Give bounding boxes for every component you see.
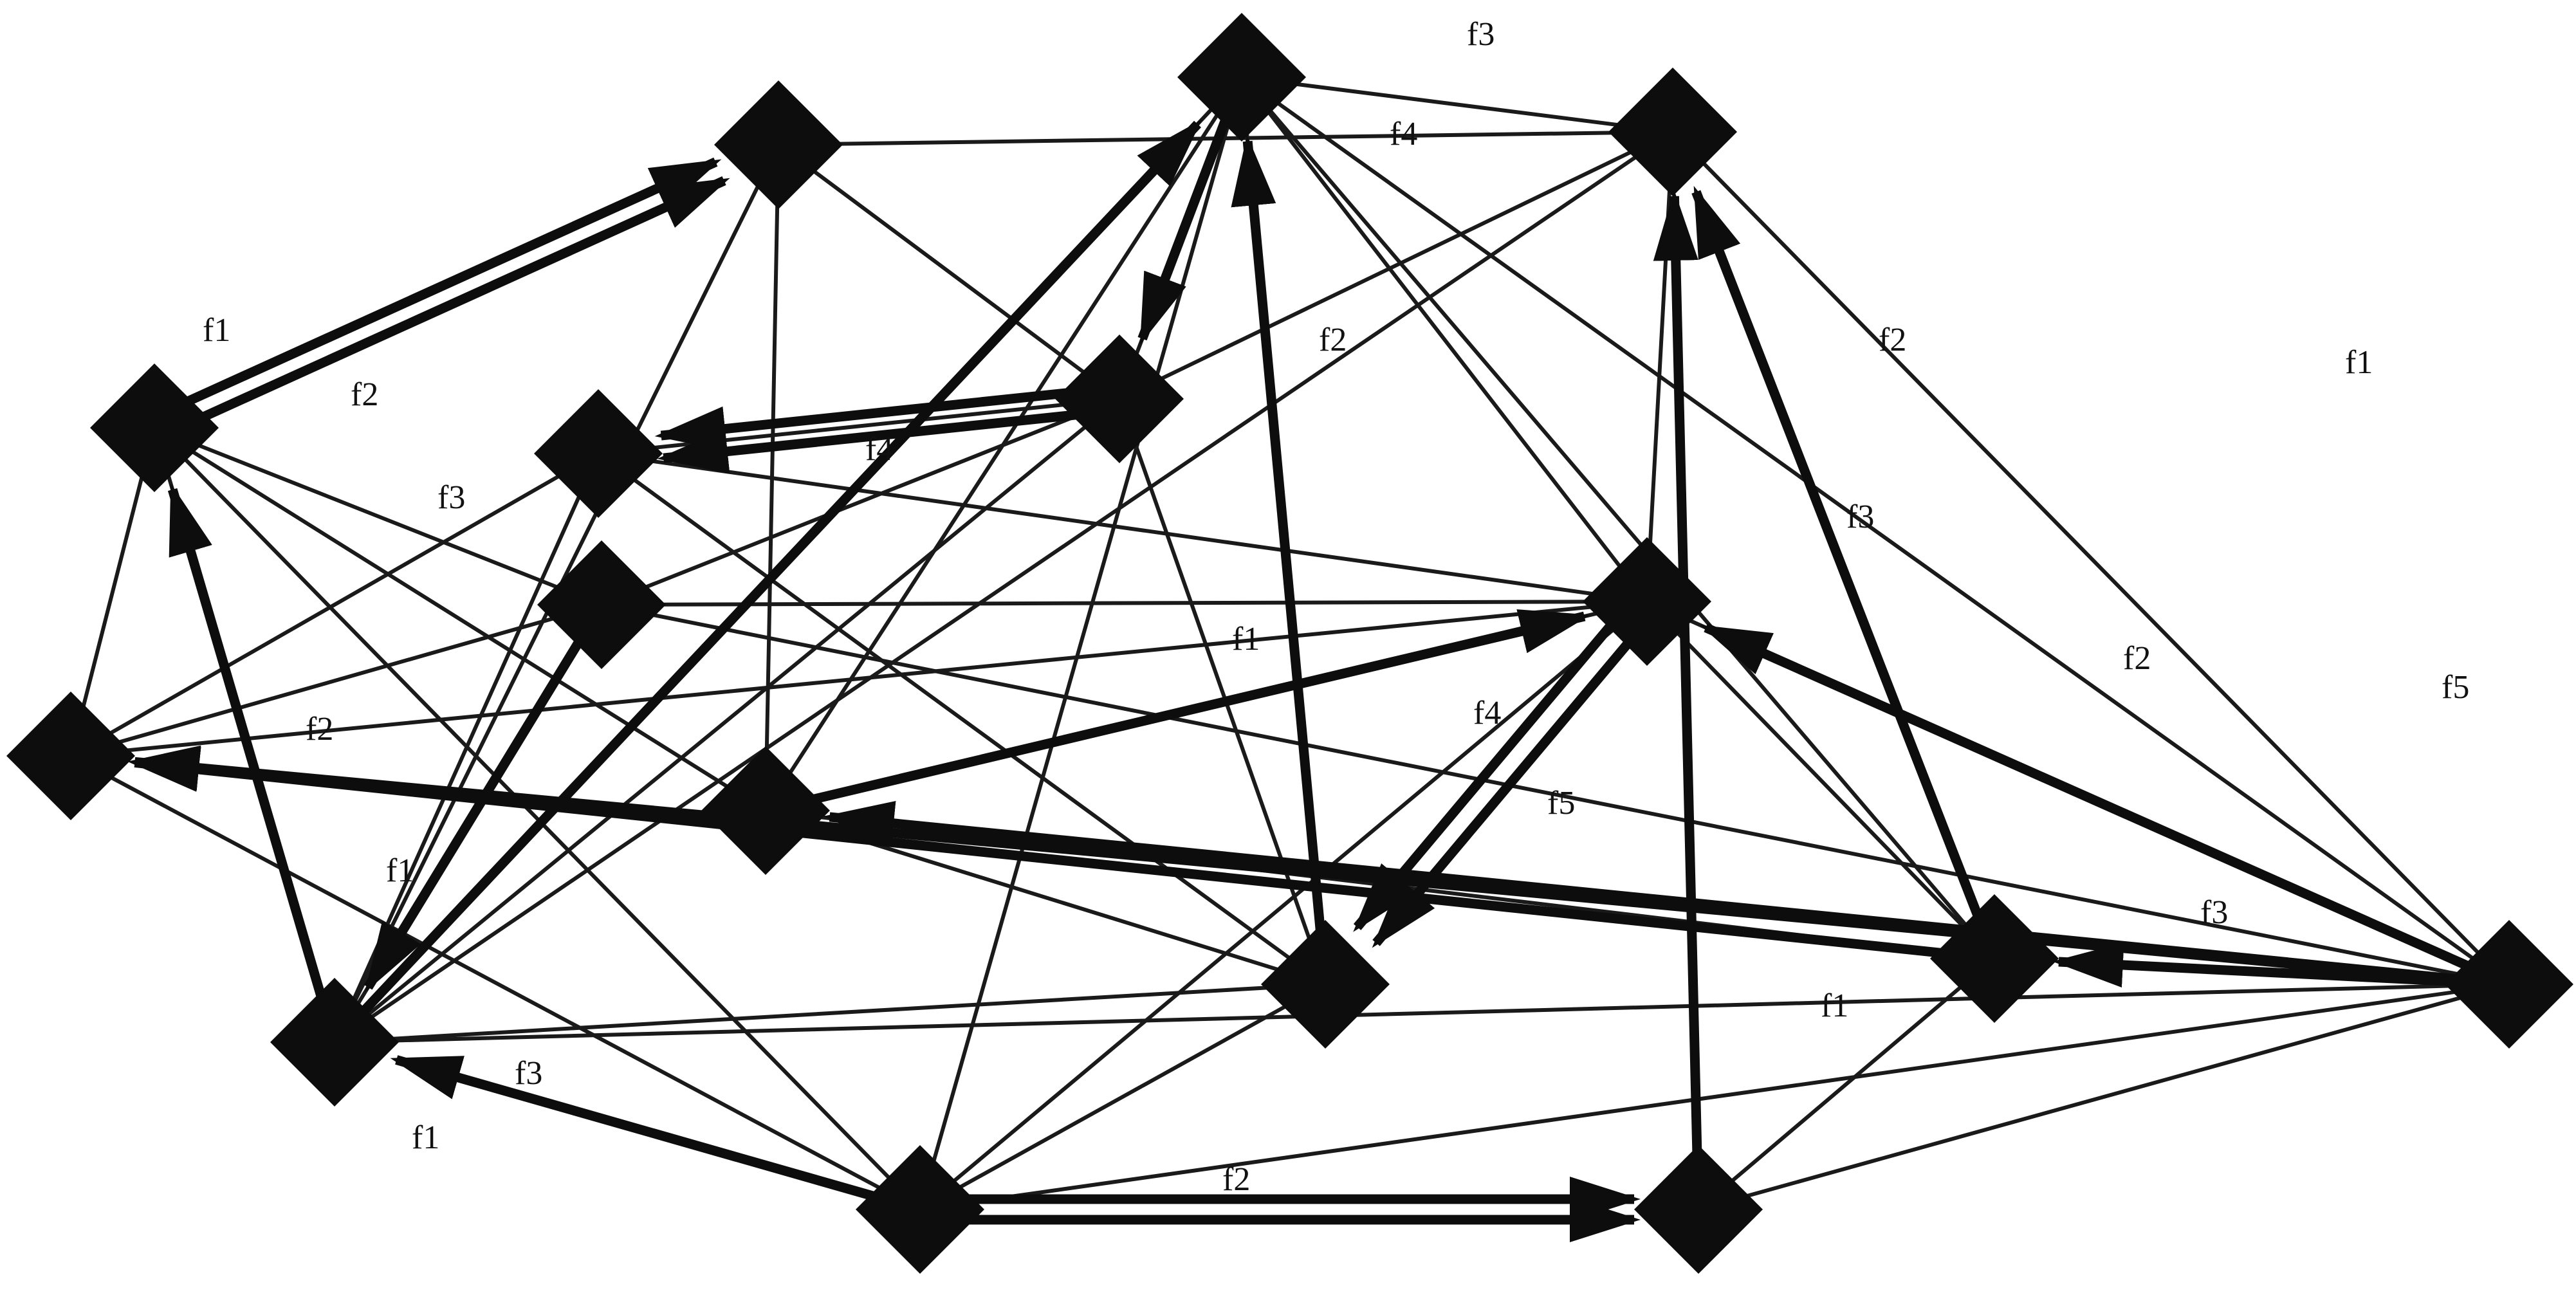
edge [918, 77, 1244, 1210]
edge [598, 397, 1120, 455]
network-node [534, 389, 663, 518]
flow-arrow [390, 1055, 897, 1208]
flow-arrow [1653, 189, 1703, 1184]
flow-label: f2 [1319, 322, 1347, 358]
network-node [90, 363, 219, 492]
flow-arrow [171, 157, 722, 412]
flow-arrow [1137, 99, 1237, 345]
edge [777, 143, 1121, 401]
network-node [1261, 920, 1390, 1049]
edge [153, 426, 603, 607]
edge [1241, 75, 1673, 134]
flow-label: f3 [437, 479, 465, 516]
flow-arrow [348, 119, 1202, 1027]
flow-arrow [1372, 626, 1644, 948]
flow-label: f2 [306, 711, 333, 748]
flow-arrow [789, 609, 1591, 810]
network-node [1055, 335, 1184, 463]
flow-label: f3 [515, 1055, 542, 1092]
edge [334, 982, 1326, 1044]
flow-label: f2 [1222, 1161, 1250, 1198]
network-node [856, 1145, 984, 1274]
network-node [537, 540, 666, 669]
flow-arrow [657, 408, 1096, 474]
edge [919, 982, 1327, 1211]
flow-label: f2 [2123, 640, 2151, 677]
network-node [2445, 920, 2573, 1049]
edge [69, 452, 600, 758]
flow-label: f3 [1467, 16, 1495, 53]
flow-arrow [654, 385, 1094, 452]
flow-label: f1 [386, 852, 414, 889]
network-node [1583, 537, 1711, 666]
flow-label: f1 [1232, 621, 1260, 657]
edge [69, 754, 921, 1211]
flow-label: f4 [1390, 116, 1417, 152]
edge [597, 452, 1327, 986]
edge [600, 397, 1121, 607]
flow-label: f4 [1473, 695, 1501, 731]
flow-label: f2 [351, 376, 378, 413]
edge [1240, 75, 2510, 986]
network-node [6, 692, 135, 820]
flow-arrow [167, 483, 332, 1019]
flow-arrow [363, 624, 593, 993]
edge [1697, 957, 1996, 1211]
flow-arrow [128, 747, 1970, 961]
flow-arrow [128, 745, 2484, 987]
label-layer: f1 f2 f3 f1 f2 f4 f2 f1 f1 f3 f2 f3 f4 f4 f5 f1 f2 f3 f2 f5… [203, 16, 2469, 1198]
flow-label: f2 [1879, 322, 1906, 358]
edge [1671, 130, 2511, 986]
flow-arrow [179, 176, 730, 431]
flow-layer [128, 99, 2488, 1242]
flow-label: f1 [203, 312, 230, 349]
flow-label: f5 [1547, 785, 1575, 822]
edge [1240, 76, 1996, 960]
edge [601, 600, 1648, 607]
node-layer [6, 13, 2573, 1274]
edge [1118, 130, 1674, 401]
flow-label: f5 [2442, 669, 2469, 706]
flow-arrow [1700, 623, 2488, 978]
edge [69, 427, 156, 757]
network-node [714, 80, 843, 209]
flow-arrow [1691, 185, 1990, 937]
flow-label: f4 [865, 431, 893, 468]
edge [334, 982, 2510, 1044]
network-node [1930, 894, 2059, 1023]
edge [601, 603, 2510, 986]
flow-label: f1 [1821, 987, 1848, 1024]
edge [919, 600, 1648, 1211]
edge [153, 426, 767, 813]
edge [919, 982, 2510, 1211]
network-node [701, 746, 830, 875]
edge [333, 130, 1674, 1044]
edge [598, 452, 1648, 603]
edge [70, 603, 602, 758]
edge [70, 600, 1648, 758]
network-node [1177, 13, 1306, 142]
flow-arrow [1231, 134, 1328, 959]
network-node [1634, 1145, 1763, 1274]
edge [152, 426, 922, 1211]
flow-label: f3 [1846, 499, 1874, 535]
edge [1698, 982, 2510, 1211]
edge [1645, 131, 1675, 602]
flow-label: f1 [2345, 344, 2373, 381]
edge [333, 397, 1121, 1044]
flow-label: f1 [412, 1119, 439, 1156]
network-node [270, 978, 399, 1107]
flow-label: f3 [2200, 894, 2228, 931]
network-node [1608, 68, 1737, 196]
edge [1240, 76, 1649, 603]
edge [764, 144, 780, 811]
